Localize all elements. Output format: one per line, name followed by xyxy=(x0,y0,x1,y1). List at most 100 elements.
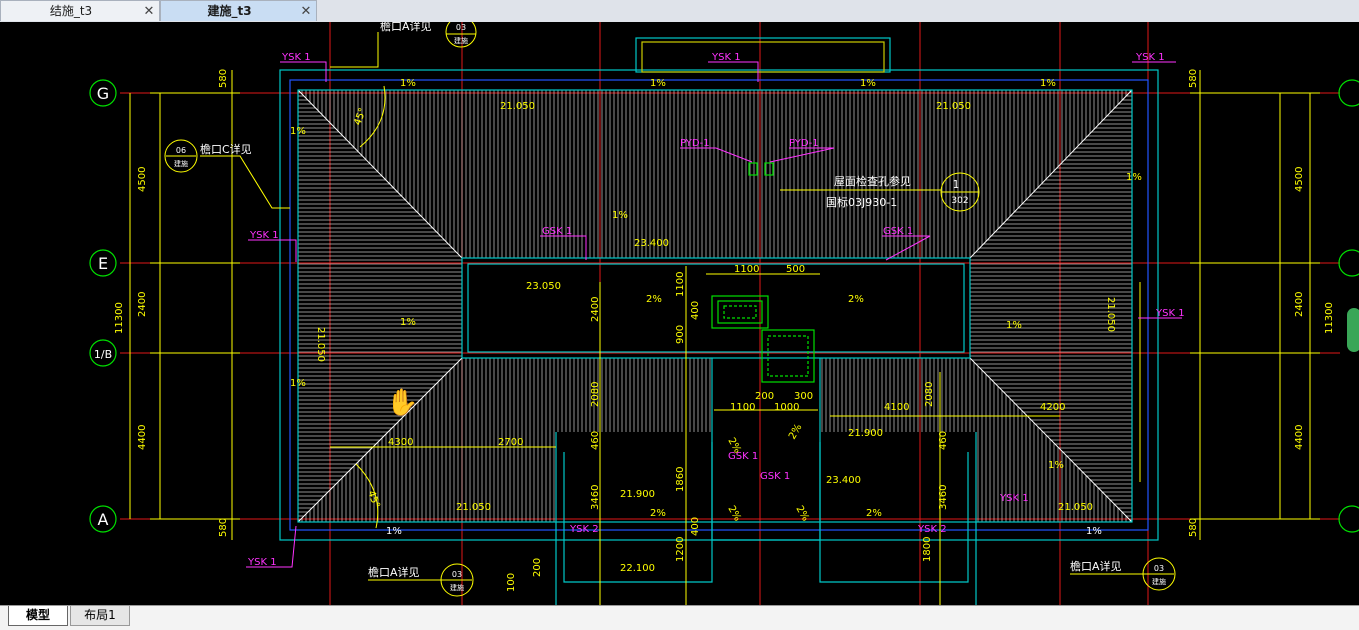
dim-left-4500: 4500 xyxy=(137,167,148,192)
callout-03-top: 03 xyxy=(456,23,466,32)
dim-right-2400: 2400 xyxy=(1294,292,1305,317)
document-tab-bar: 结施_t3 ✕ 建施_t3 ✕ xyxy=(0,0,1359,23)
dim-h2080b: 2080 xyxy=(924,382,935,407)
dim-left-total: 11300 xyxy=(114,302,125,334)
note-eave-a-left: 檐口A详见 xyxy=(368,565,420,579)
note-standard: 国标03J930-1 xyxy=(826,195,897,209)
tab-layout1[interactable]: 布局1 xyxy=(70,606,130,626)
callout-03-right-sub: 建施 xyxy=(1152,577,1166,586)
callout-06: 06 xyxy=(176,146,186,155)
slope-5: 1% xyxy=(650,78,666,89)
drain-ysk-right: YSK 1 xyxy=(1155,308,1185,319)
dim-right-4400: 4400 xyxy=(1294,425,1305,450)
dim-500: 500 xyxy=(786,264,805,275)
drain-ysk-tc: YSK 1 xyxy=(711,52,741,63)
dim-h1100: 1100 xyxy=(675,272,686,297)
drain-ysk-tr: YSK 1 xyxy=(1135,52,1165,63)
slope-9: 1% xyxy=(400,317,416,328)
tab-architectural[interactable]: 建施_t3 ✕ xyxy=(160,0,317,21)
elev-w: 21.050 xyxy=(315,327,326,362)
callout-03-top-sub: 建施 xyxy=(454,36,468,45)
elev-nw: 21.050 xyxy=(500,101,535,112)
dim-h400b: 400 xyxy=(690,517,701,536)
drawing-canvas[interactable]: G E 1/B A 4500 2400 4400 11300 580 580 4… xyxy=(0,22,1359,605)
dim-left-4400: 4400 xyxy=(137,425,148,450)
drain-ysk2-left: YSK 2 xyxy=(569,524,599,535)
elev-roof-flat: 23.050 xyxy=(526,281,561,292)
slope-2: 1% xyxy=(400,78,416,89)
dim-h2400: 2400 xyxy=(590,297,601,322)
elev-stair: 23.400 xyxy=(826,475,861,486)
note-inspection: 屋面检查孔参见 xyxy=(834,174,911,188)
close-icon[interactable]: ✕ xyxy=(300,4,312,19)
callout-03-left: 03 xyxy=(452,570,462,579)
slope-6: 1% xyxy=(612,210,628,221)
close-icon[interactable]: ✕ xyxy=(143,4,155,19)
slope-14: 2% xyxy=(787,422,804,441)
slope-10: 1% xyxy=(1006,320,1022,331)
drain-gsk-c2: GSK 1 xyxy=(760,471,790,482)
slope-11: 2% xyxy=(650,508,666,519)
side-float-button[interactable] xyxy=(1347,308,1359,352)
slope-16: 2% xyxy=(793,504,810,523)
callout-03-left-sub: 建施 xyxy=(450,583,464,592)
note-eave-a-right: 檐口A详见 xyxy=(1070,559,1122,573)
callout-06-sub: 建施 xyxy=(174,159,188,168)
elev-parapet: 23.400 xyxy=(634,238,669,249)
dim-h3460: 3460 xyxy=(590,485,601,510)
drain-ysk-left: YSK 1 xyxy=(249,230,279,241)
tab-structural[interactable]: 结施_t3 ✕ xyxy=(0,0,160,21)
dim-2700: 2700 xyxy=(498,437,523,448)
slope-19: 1% xyxy=(1048,460,1064,471)
dim-h1200: 1200 xyxy=(675,537,686,562)
dim-4200: 4200 xyxy=(1040,402,1065,413)
drain-ysk2-right: YSK 2 xyxy=(917,524,947,535)
note-eave-a-top: 檐口A详见 xyxy=(380,22,432,33)
roof-plan-drawing: G E 1/B A 4500 2400 4400 11300 580 580 4… xyxy=(89,22,1359,605)
drain-gsk-right: GSK 1 xyxy=(883,226,913,237)
callout-ref: 302 xyxy=(951,196,968,206)
dim-h1800: 1800 xyxy=(922,537,933,562)
tab-model[interactable]: 模型 xyxy=(8,606,68,626)
dim-h2080: 2080 xyxy=(590,382,601,407)
elev-e: 21.050 xyxy=(1105,297,1116,332)
dim-200: 200 xyxy=(755,391,774,402)
dim-right-top: 580 xyxy=(1188,69,1199,88)
svg-text:1%: 1% xyxy=(1086,526,1102,537)
drain-pyd-left: PYD-1 xyxy=(680,138,710,149)
elev-se: 21.050 xyxy=(1058,502,1093,513)
slope-12: 2% xyxy=(866,508,882,519)
callout-number: 1 xyxy=(953,178,960,191)
dim-left-2400: 2400 xyxy=(137,292,148,317)
drain-pyd-right: PYD-1 xyxy=(789,138,819,149)
dim-h1860: 1860 xyxy=(675,467,686,492)
dim-1000: 1000 xyxy=(774,402,799,413)
drain-ysk-br: YSK 1 xyxy=(999,493,1029,504)
dim-h3460b: 3460 xyxy=(938,485,949,510)
svg-text:1%: 1% xyxy=(386,526,402,537)
slope-17: 1% xyxy=(290,378,306,389)
dim-h400: 400 xyxy=(690,301,701,320)
hand-cursor-icon: ✋ xyxy=(386,388,419,418)
drain-ysk-tl: YSK 1 xyxy=(281,52,311,63)
elev-se2: 21.900 xyxy=(848,428,883,439)
slope-7: 2% xyxy=(646,294,662,305)
slope-18: 1% xyxy=(1126,172,1142,183)
dim-right-total: 11300 xyxy=(1324,302,1335,334)
slope-15: 2% xyxy=(725,504,742,523)
axis-g-label: G xyxy=(97,84,109,103)
slope-8: 2% xyxy=(848,294,864,305)
layout-tab-bar: 模型 布局1 xyxy=(0,605,1359,630)
dim-left-bottom: 580 xyxy=(218,518,229,537)
slope-1: 1% xyxy=(290,126,306,137)
dim-h100: 100 xyxy=(506,573,517,592)
slope-3: 1% xyxy=(860,78,876,89)
dim-h900: 900 xyxy=(675,325,686,344)
drain-gsk-c1: GSK 1 xyxy=(728,451,758,462)
axis-1b-label: 1/B xyxy=(94,348,112,361)
dim-left-top: 580 xyxy=(218,69,229,88)
dim-4100: 4100 xyxy=(884,402,909,413)
dim-4300: 4300 xyxy=(388,437,413,448)
dim-300: 300 xyxy=(794,391,813,402)
drain-gsk-left: GSK 1 xyxy=(542,226,572,237)
